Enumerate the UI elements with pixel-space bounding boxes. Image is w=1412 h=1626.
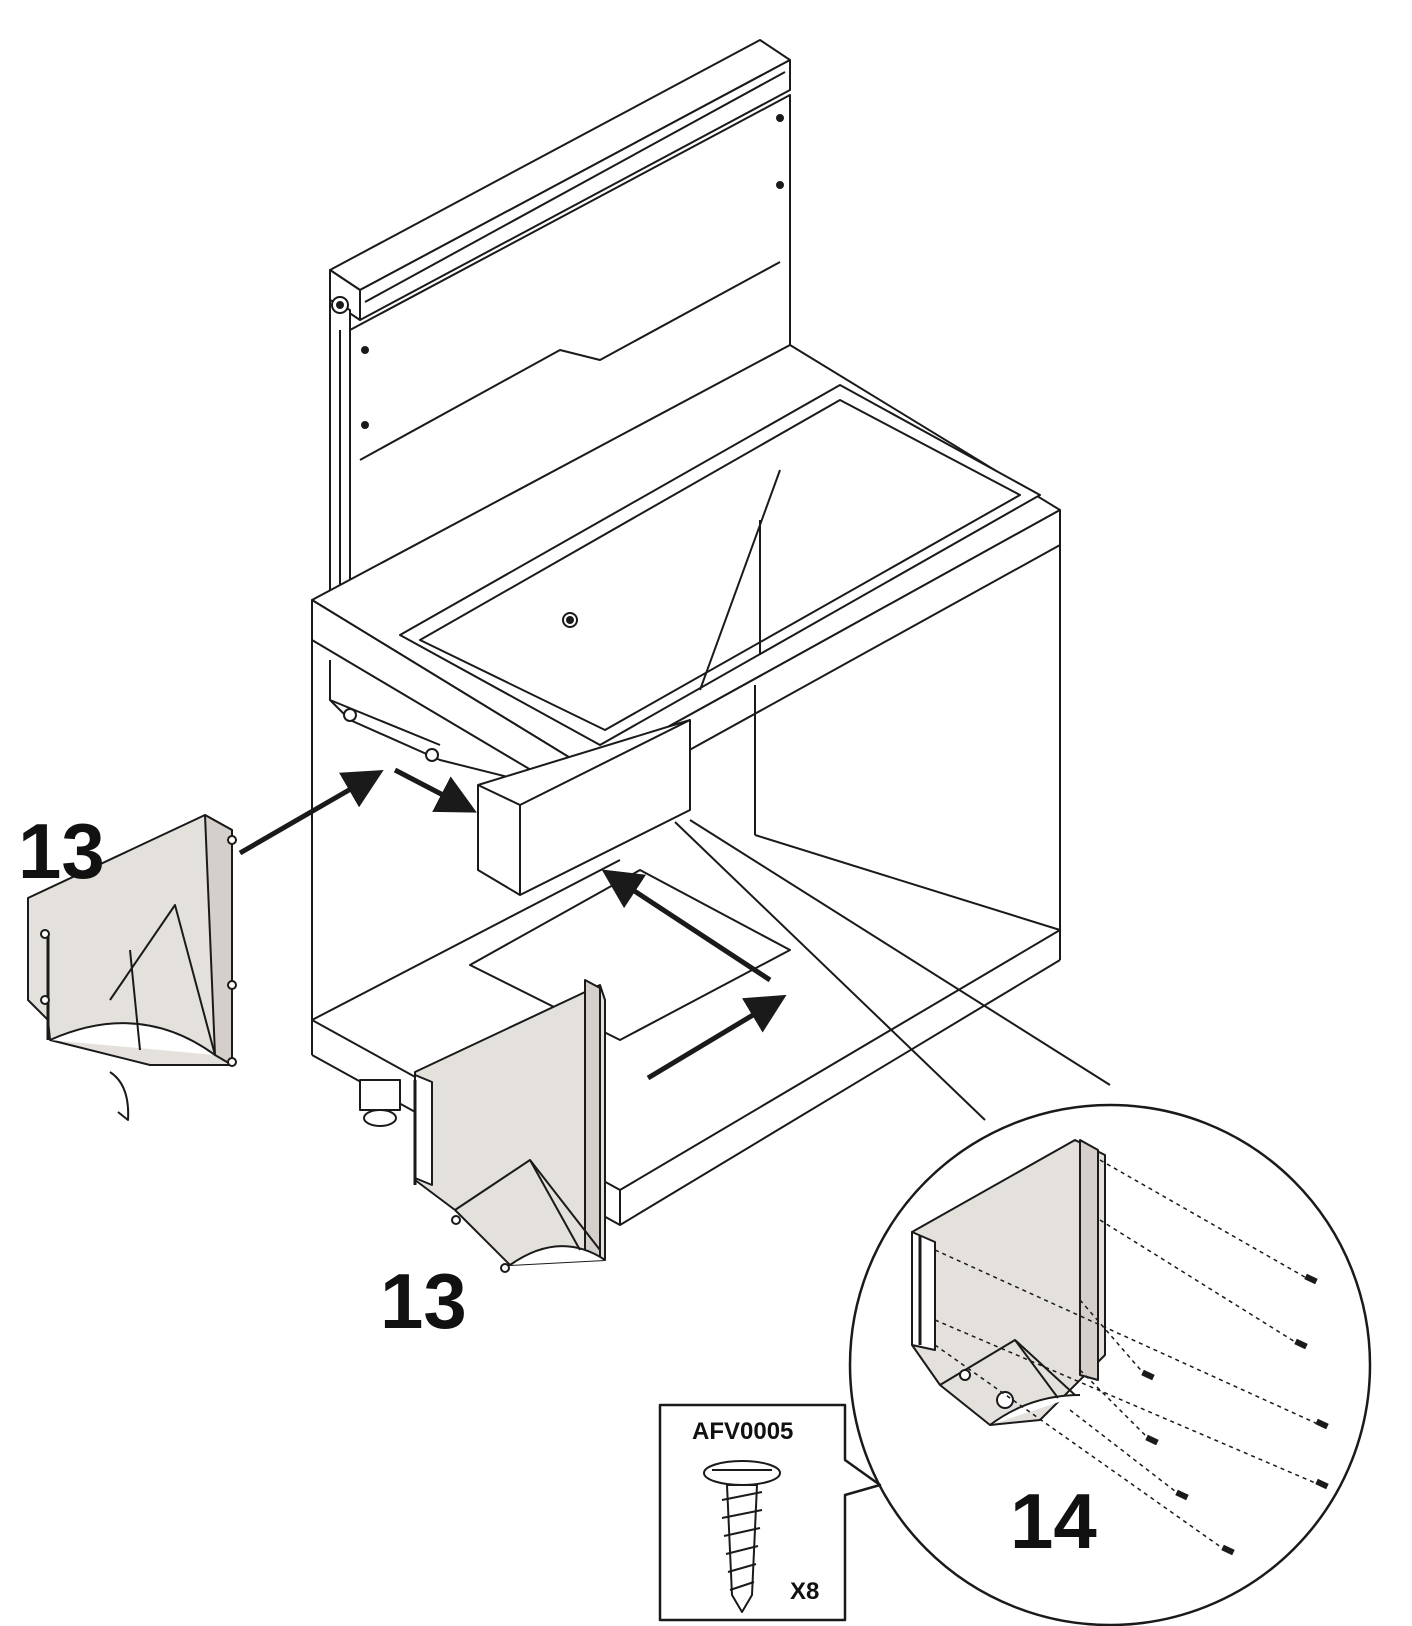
part-number-left: 13 — [18, 807, 105, 895]
arrow-back-up — [601, 869, 772, 983]
plinth-part-center — [413, 979, 606, 1273]
drawer-box — [477, 719, 691, 896]
detail-leaders — [674, 819, 1111, 1121]
screw-4 — [1315, 1478, 1329, 1490]
screw-1 — [1304, 1273, 1318, 1285]
arrow-drawer-insert — [393, 767, 477, 813]
screw-5 — [1145, 1434, 1159, 1446]
step-number-detail: 14 — [1010, 1477, 1097, 1565]
plinth-part-left — [27, 814, 237, 1121]
screw-icon — [703, 1460, 781, 1613]
hardware-callout — [658, 1403, 882, 1622]
screw-8 — [1141, 1369, 1155, 1381]
detail-circle — [848, 1103, 1372, 1626]
screw-2 — [1294, 1338, 1308, 1350]
screw-6 — [1175, 1489, 1189, 1501]
hinge-mechanism — [329, 660, 521, 781]
screw-7 — [1221, 1544, 1235, 1556]
back-upstand — [329, 39, 791, 601]
arrow-center-part-insert — [646, 994, 787, 1081]
hardware-quantity: X8 — [790, 1578, 820, 1605]
arrow-left-part-insert — [238, 769, 384, 856]
screw-heads — [1141, 1273, 1329, 1556]
worktop — [311, 344, 1061, 806]
part-number-center: 13 — [380, 1257, 467, 1345]
hardware-part-code: AFV0005 — [692, 1418, 794, 1445]
screw-3 — [1315, 1418, 1329, 1430]
insert-arrows — [238, 767, 787, 1081]
screws — [934, 1159, 1321, 1551]
